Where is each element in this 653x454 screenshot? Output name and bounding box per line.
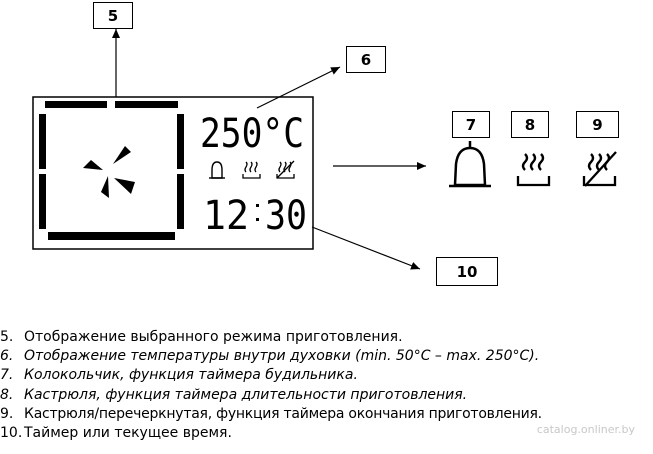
fan-icon: [83, 146, 135, 198]
pot-icon-small: [242, 161, 261, 179]
legend-item-6: 6. Отображение температуры внутри духовки…: [0, 347, 653, 366]
legend-item-7: 7. Колокольчик, функция таймера будильник…: [0, 366, 653, 385]
crossed-pot-icon: [582, 151, 617, 187]
legend-number: 6.: [0, 348, 14, 365]
legend-item-5: 5. Отображение выбранного режима приготов…: [0, 328, 653, 347]
watermark: catalog.onliner.by: [536, 423, 635, 436]
callout-9: 9: [576, 111, 619, 138]
callout-5: 5: [93, 2, 133, 29]
display-frame: [32, 96, 314, 250]
legend-number: 7.: [0, 367, 14, 384]
callout-8: 8: [511, 111, 549, 138]
legend-text: Отображение температуры внутри духовки (…: [24, 348, 540, 365]
callout-7: 7: [452, 111, 490, 138]
callout-10: 10: [436, 257, 498, 286]
crossed-pot-icon-small: [276, 160, 295, 179]
legend-item-9: 9. Кастрюля/перечеркнутая, функция таймер…: [0, 405, 653, 424]
legend-item-10: 10.Таймер или текущее время.: [0, 424, 653, 443]
time-colon: [256, 204, 259, 221]
mode-window: [39, 101, 184, 240]
legend-number: 10.: [0, 425, 23, 442]
legend-text: Колокольчик, функция таймера будильника.: [24, 367, 358, 384]
legend-number: 9.: [0, 405, 14, 422]
legend-number: 8.: [0, 386, 14, 403]
legend-text: Таймер или текущее время.: [24, 425, 232, 442]
time-hours: 12: [203, 193, 249, 239]
temperature-readout: 250°C: [200, 111, 304, 157]
callout-6: 6: [346, 46, 386, 73]
bell-icon: [449, 141, 491, 188]
legend-text: Отображение выбранного режима приготовле…: [24, 329, 403, 345]
time-minutes: 30: [265, 193, 307, 239]
legend: 5. Отображение выбранного режима приготов…: [0, 328, 653, 443]
legend-item-8: 8. Кастрюля, функция таймера длительности…: [0, 386, 653, 405]
bell-icon-small: [209, 161, 225, 179]
pot-icon: [516, 153, 551, 187]
arrow-6: [256, 66, 341, 109]
arrow-10: [311, 226, 421, 270]
legend-number: 5.: [0, 329, 14, 345]
legend-text: Кастрюля/перечеркнутая, функция таймера …: [24, 405, 542, 422]
legend-text: Кастрюля, функция таймера длительности п…: [24, 386, 468, 403]
